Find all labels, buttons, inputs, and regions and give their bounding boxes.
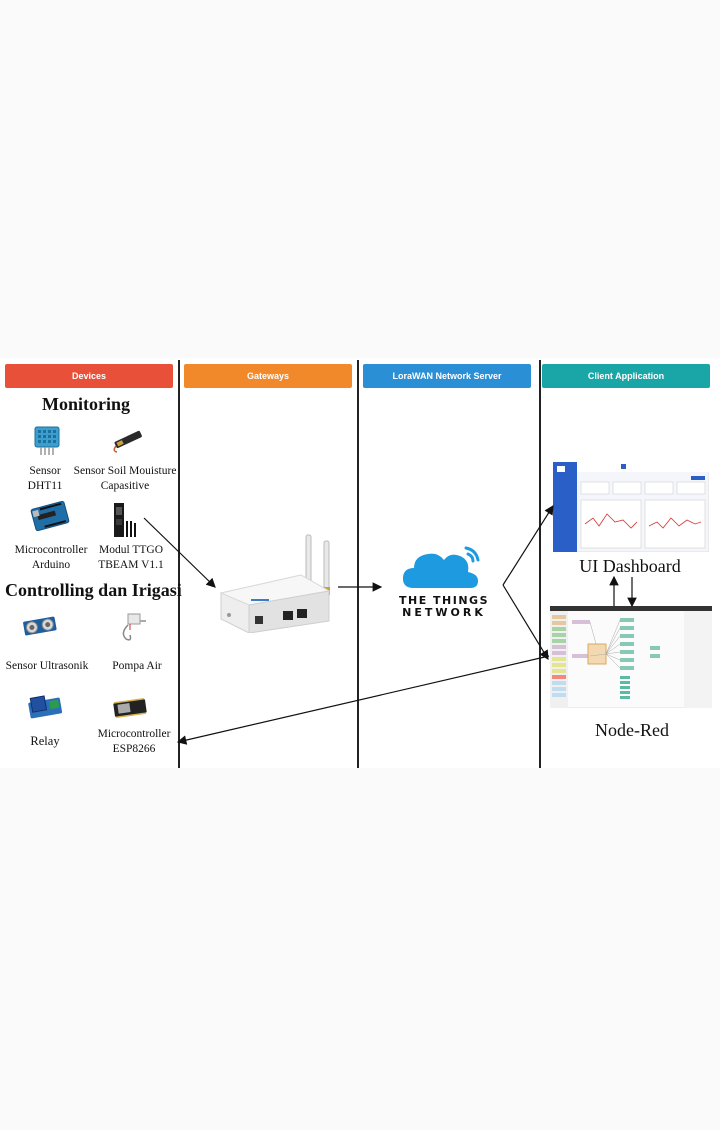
dht11-sensor-icon (34, 426, 60, 455)
the-things-network-cloud-icon (402, 546, 480, 588)
arduino-board-icon (30, 501, 70, 531)
lane-header-network-server: LoraWAN Network Server (363, 364, 531, 388)
lane-header-client-application: Client Application (542, 364, 710, 388)
lane-header-devices: Devices (5, 364, 173, 388)
section-title-monitoring: Monitoring (42, 394, 130, 414)
lane-divider (178, 360, 180, 768)
label-ui-dashboard: UI Dashboard (579, 556, 681, 576)
label-arduino: Microcontroller Arduino (14, 544, 88, 571)
label-dht11: Sensor DHT11 (27, 465, 63, 492)
water-pump-icon (122, 613, 146, 641)
label-esp8266: Microcontroller ESP8266 (97, 728, 171, 755)
label-relay: Relay (30, 734, 60, 748)
label-pump: Pompa Air (112, 660, 162, 672)
ui-dashboard-screenshot (553, 462, 709, 552)
lane-divider (357, 360, 359, 768)
ttgo-tbeam-module-icon (114, 503, 136, 537)
node-red-flow-screenshot (550, 606, 712, 708)
label-soil-moisture: Sensor Soil Mouisture Capasitive (73, 465, 177, 492)
ttn-title-line1: THE THINGS (398, 594, 489, 607)
lane-header-gateways: Gateways (184, 364, 352, 388)
relay-module-icon (28, 695, 63, 719)
label-node-red: Node-Red (595, 720, 669, 740)
soil-moisture-sensor-icon (113, 430, 142, 453)
label-ttgo: Modul TTGO TBEAM V1.1 (98, 544, 164, 571)
lane-divider (539, 360, 541, 768)
section-title-controlling: Controlling dan Irigasi (5, 580, 182, 600)
architecture-diagram: Devices Gateways LoraWAN Network Server … (0, 358, 720, 768)
ultrasonic-sensor-icon (23, 616, 57, 636)
label-ultrasonic: Sensor Ultrasonik (5, 660, 89, 672)
esp8266-board-icon (113, 697, 147, 719)
flow-connectors (143, 504, 637, 745)
ttn-title-line2: NETWORK (402, 606, 486, 619)
lorawan-gateway-router-icon (219, 534, 331, 633)
